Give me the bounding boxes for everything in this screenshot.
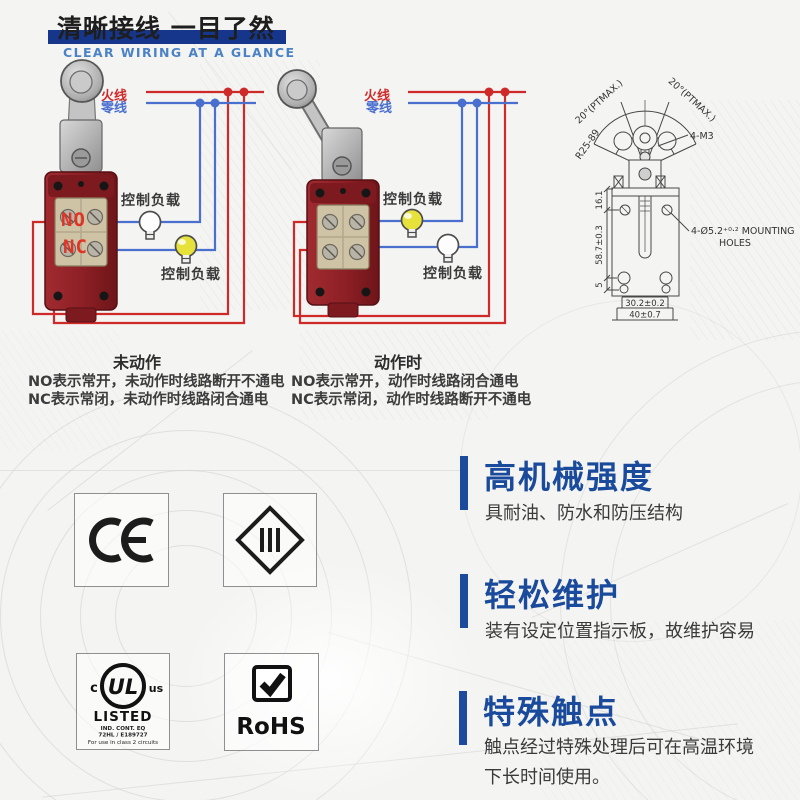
- header-accent-bar: [48, 30, 286, 44]
- ul-fine3: For use in class 2 circuits: [88, 740, 158, 746]
- load-label-1b: 控制负载: [161, 267, 221, 283]
- note-released-line1: NO表示常开，未动作时线路断开不通电: [28, 374, 285, 390]
- dim-40: 40±0.7: [629, 311, 660, 321]
- wiring-diagram-canvas: 20°(PTMAX.) 20°(PTMAX.) R25-89 4-M3 4-Ø5…: [31, 59, 795, 325]
- ce-badge: [74, 493, 169, 587]
- diagram-actuated: [277, 69, 526, 325]
- diagram-released: [31, 59, 264, 325]
- feature-title: 特殊触点: [483, 693, 620, 731]
- rohs-badge: RoHS: [224, 653, 319, 751]
- ce-mark-icon: [89, 517, 154, 563]
- ul-mark-icon: UL c us LISTED IND. CONT. EQ 72HL / E189…: [88, 663, 164, 746]
- class3-diamond-icon: [235, 505, 305, 575]
- rohs-text: RoHS: [236, 714, 305, 740]
- feature-desc: 触点经过特殊处理后可在高温环境: [484, 737, 754, 758]
- limit-switch-graphic-actuated: [277, 69, 380, 318]
- ul-fine2: 72HL / E189727: [98, 733, 147, 739]
- angle-left-label: 20°(PTMAX.): [573, 78, 625, 126]
- radius-label: R25-89: [574, 127, 603, 161]
- angle-right-label: 20°(PTMAX.): [666, 76, 718, 124]
- dimension-drawing: 20°(PTMAX.) 20°(PTMAX.) R25-89 4-M3 4-Ø5…: [573, 76, 795, 321]
- bulb-off-icon: [436, 233, 460, 263]
- bulb-on-icon: [174, 234, 198, 264]
- mounting-label-1: 4-Ø5.2⁺⁰·² MOUNTING: [691, 226, 795, 237]
- live-wire-label-2: 火线: [364, 89, 391, 104]
- ul-listed: LISTED: [94, 709, 153, 725]
- neutral-wire-label-1: 零线: [101, 101, 128, 116]
- dim-30: 30.2±0.2: [625, 299, 665, 309]
- ul-us: us: [149, 682, 164, 695]
- thread-label: 4-M3: [690, 131, 714, 142]
- feature-desc: 装有设定位置指示板，故维护容易: [485, 621, 755, 642]
- dim-5: 5: [595, 282, 605, 287]
- class3-badge: [223, 493, 317, 587]
- feature-accent-bar: [460, 456, 468, 510]
- switch-body: [44, 171, 118, 323]
- dim-58: 58.7±0.3: [595, 225, 605, 265]
- page-subtitle: CLEAR WIRING AT A GLANCE: [63, 45, 296, 60]
- note-actuated-title: 动作时: [374, 353, 423, 372]
- note-released-title: 未动作: [113, 353, 162, 372]
- bulb-on-icon: [400, 208, 424, 238]
- junction-dots: [457, 87, 510, 108]
- roller-lever: [59, 59, 104, 173]
- neutral-wire-path: [362, 101, 518, 249]
- dim-16: 16.1: [595, 191, 605, 210]
- ul-c: c: [90, 681, 98, 696]
- note-released-line2: NC表示常闭，未动作时线路闭合通电: [28, 392, 269, 408]
- no-terminal-label: NO: [61, 209, 86, 231]
- switch-body: [306, 179, 380, 318]
- note-actuated-line1: NO表示常开，动作时线路闭合通电: [291, 374, 519, 390]
- ul-fine1: IND. CONT. EQ: [101, 726, 146, 732]
- rohs-check-icon: RoHS: [236, 665, 306, 740]
- neutral-wire-label-2: 零线: [366, 101, 393, 116]
- roller-lever-tilted: [277, 69, 363, 183]
- page-title: 清晰接线 一目了然: [57, 14, 275, 43]
- screw-slots: [324, 216, 363, 258]
- feature-title: 高机械强度: [484, 458, 655, 496]
- feature-accent-bar: [460, 574, 468, 628]
- junction-dots: [195, 87, 249, 108]
- feature-title: 轻松维护: [484, 576, 621, 614]
- screw-slots: [62, 211, 101, 255]
- live-wire-label-1: 火线: [101, 89, 128, 104]
- feature-desc-line2: 下长时间使用。: [484, 767, 610, 788]
- bulb-off-icon: [138, 210, 162, 240]
- feature-desc: 具耐油、防水和防压结构: [485, 503, 683, 524]
- note-actuated-line2: NC表示常闭，动作时线路断开不通电: [291, 392, 532, 408]
- neutral-wire-path: [100, 101, 256, 252]
- limit-switch-graphic-released: [44, 59, 118, 323]
- load-label-2b: 控制负载: [423, 266, 483, 282]
- load-label-1a: 控制负载: [121, 193, 181, 209]
- ul-badge: UL c us LISTED IND. CONT. EQ 72HL / E189…: [76, 653, 170, 750]
- mounting-label-2: HOLES: [719, 238, 751, 249]
- ul-letters: UL: [108, 675, 138, 699]
- nc-terminal-label: NC: [63, 236, 88, 258]
- feature-accent-bar: [459, 691, 467, 745]
- load-label-2a: 控制负载: [383, 192, 443, 208]
